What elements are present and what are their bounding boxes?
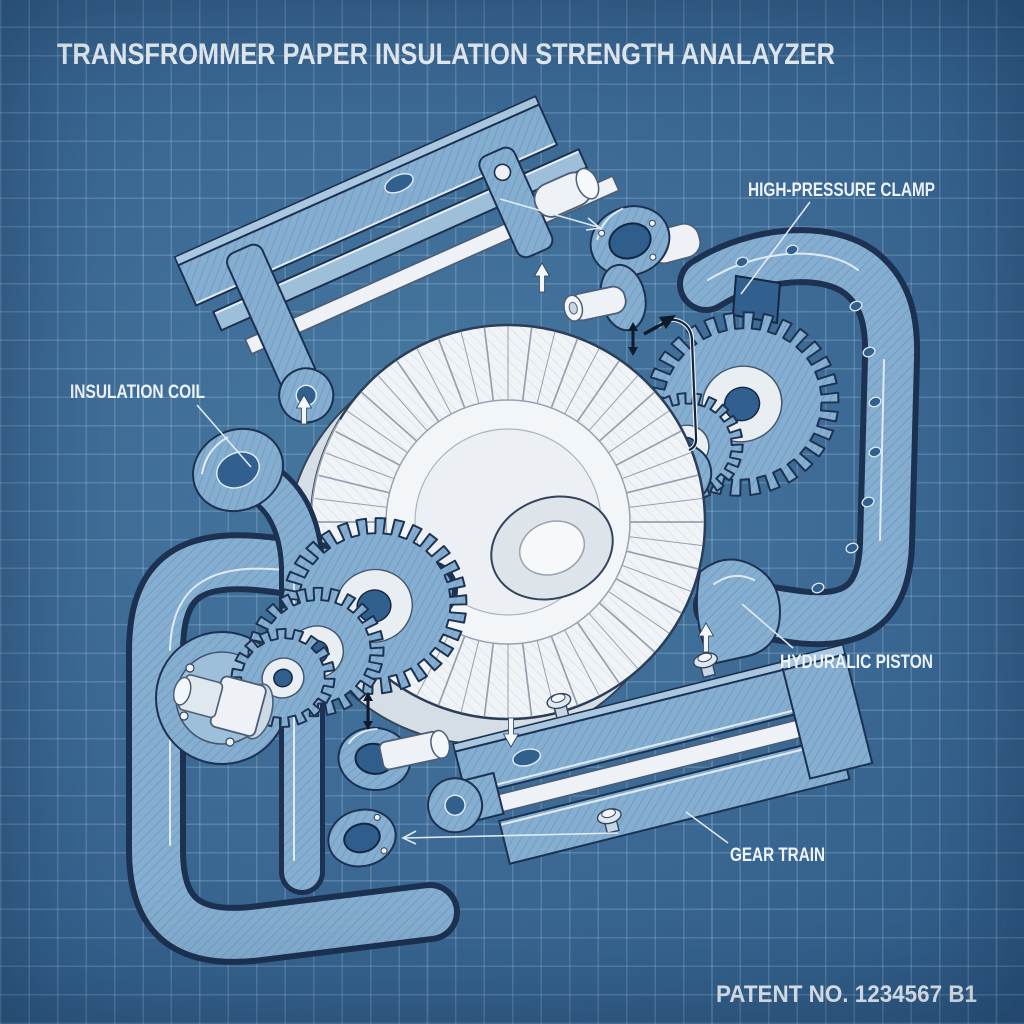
rail-bolts: [546, 652, 718, 835]
flanged-pin-bottom: [337, 726, 451, 791]
rail-main-bar: [176, 103, 559, 307]
linear-rail-assembly-top: [173, 95, 621, 424]
clamp-ring-boss: [192, 427, 284, 513]
slot-hole: [384, 173, 414, 194]
callout-leader-lines: [196, 198, 811, 845]
drum-bore: [490, 495, 614, 601]
lug-hole: [444, 794, 466, 816]
high-pressure-clamp-frame: [640, 222, 921, 666]
washer-bottom: [327, 808, 397, 868]
cylinder-cap: [575, 167, 600, 200]
slot-hole: [512, 748, 542, 767]
bracket-hole: [493, 163, 512, 182]
callout-insulation-coil: INSULATION COIL: [70, 382, 205, 403]
assembly-direction-arrows-white: [295, 262, 715, 748]
end-block: [781, 653, 874, 780]
linear-rail-assembly-bottom: [427, 643, 874, 865]
callout-high-pressure-clamp: HIGH-PRESSURE CLAMP: [748, 180, 935, 201]
patent-number: PATENT NO. 1234567 B1: [716, 981, 977, 1008]
stepped-output-shaft: [172, 674, 274, 740]
callout-hyduralic-piston: HYDURALIC PISTON: [780, 652, 933, 673]
hydraulic-piston-bracket: [695, 558, 782, 666]
gear-train-left: [172, 517, 468, 740]
diagram-title: TRANSFROMMER PAPER INSULATION STRENGTH A…: [57, 38, 835, 71]
washer-top: [589, 205, 671, 277]
assembly-direction-arrows-black: [363, 315, 676, 730]
callout-gear-train: GEAR TRAIN: [730, 845, 825, 866]
